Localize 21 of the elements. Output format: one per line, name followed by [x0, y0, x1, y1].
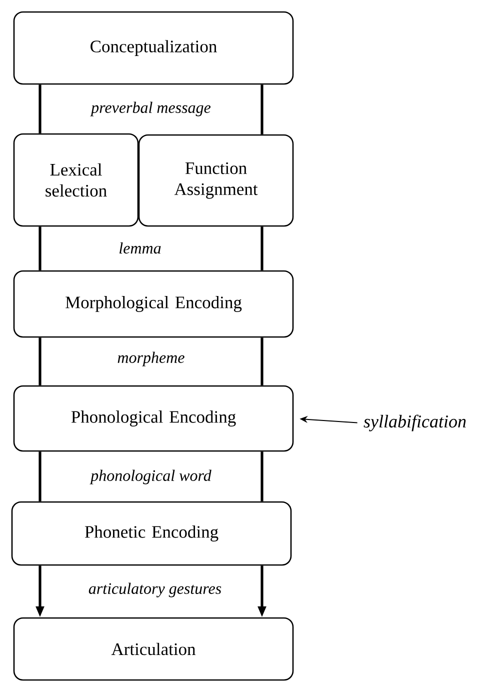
process-box: Phonological Encoding [13, 385, 294, 452]
process-box: Conceptualization [13, 11, 294, 85]
edge-label: phonological word [90, 470, 212, 484]
connector-line [38, 338, 42, 386]
edge-label: articulatory gestures [88, 582, 222, 598]
process-box: Morphological Encoding [13, 270, 294, 338]
edge-label: morpheme [118, 352, 184, 366]
edge-label: lemma [120, 242, 161, 254]
connector-line [38, 226, 42, 270]
process-box: Phonetic Encoding [11, 501, 292, 566]
process-box: Lexical selection [13, 133, 139, 227]
edge-label: preverbal message [90, 102, 211, 116]
process-box: Function Assignment [138, 134, 294, 227]
process-box: Articulation [13, 617, 294, 681]
side-label: syllabification [364, 414, 466, 432]
connector-line [38, 452, 42, 502]
connector-line [260, 84, 264, 134]
connector-line [38, 84, 42, 134]
connector-line [260, 338, 264, 386]
connector-line [260, 452, 264, 502]
connector-line [260, 226, 264, 270]
